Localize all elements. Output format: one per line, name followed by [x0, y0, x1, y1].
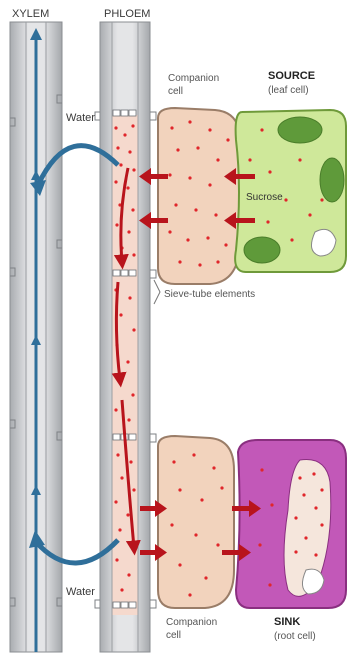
sucrose-label: Sucrose [246, 191, 283, 204]
sink-label: SINK [274, 616, 300, 629]
sieve-tube-pointer [154, 280, 160, 304]
sieve-tube-elements-label: Sieve-tube elements [164, 288, 255, 301]
companion-cell-label-top-line1: Companion [168, 72, 219, 85]
companion-cell-top [158, 108, 240, 284]
sink-root-cell [236, 440, 346, 608]
companion-cell-label-bottom-line1: Companion [166, 616, 217, 629]
companion-cell-label-top-line2: cell [168, 85, 183, 98]
companion-cell-bottom [158, 436, 234, 608]
sink-sublabel: (root cell) [274, 630, 316, 643]
water-label-bottom: Water [66, 586, 95, 599]
phloem-sieve-tube [95, 22, 156, 652]
companion-cell-label-bottom-line2: cell [166, 629, 181, 642]
source-sublabel: (leaf cell) [268, 84, 309, 97]
xylem-label: XYLEM [12, 8, 49, 21]
source-label: SOURCE [268, 70, 315, 83]
phloem-label: PHLOEM [104, 8, 150, 21]
water-label-top: Water [66, 112, 95, 125]
